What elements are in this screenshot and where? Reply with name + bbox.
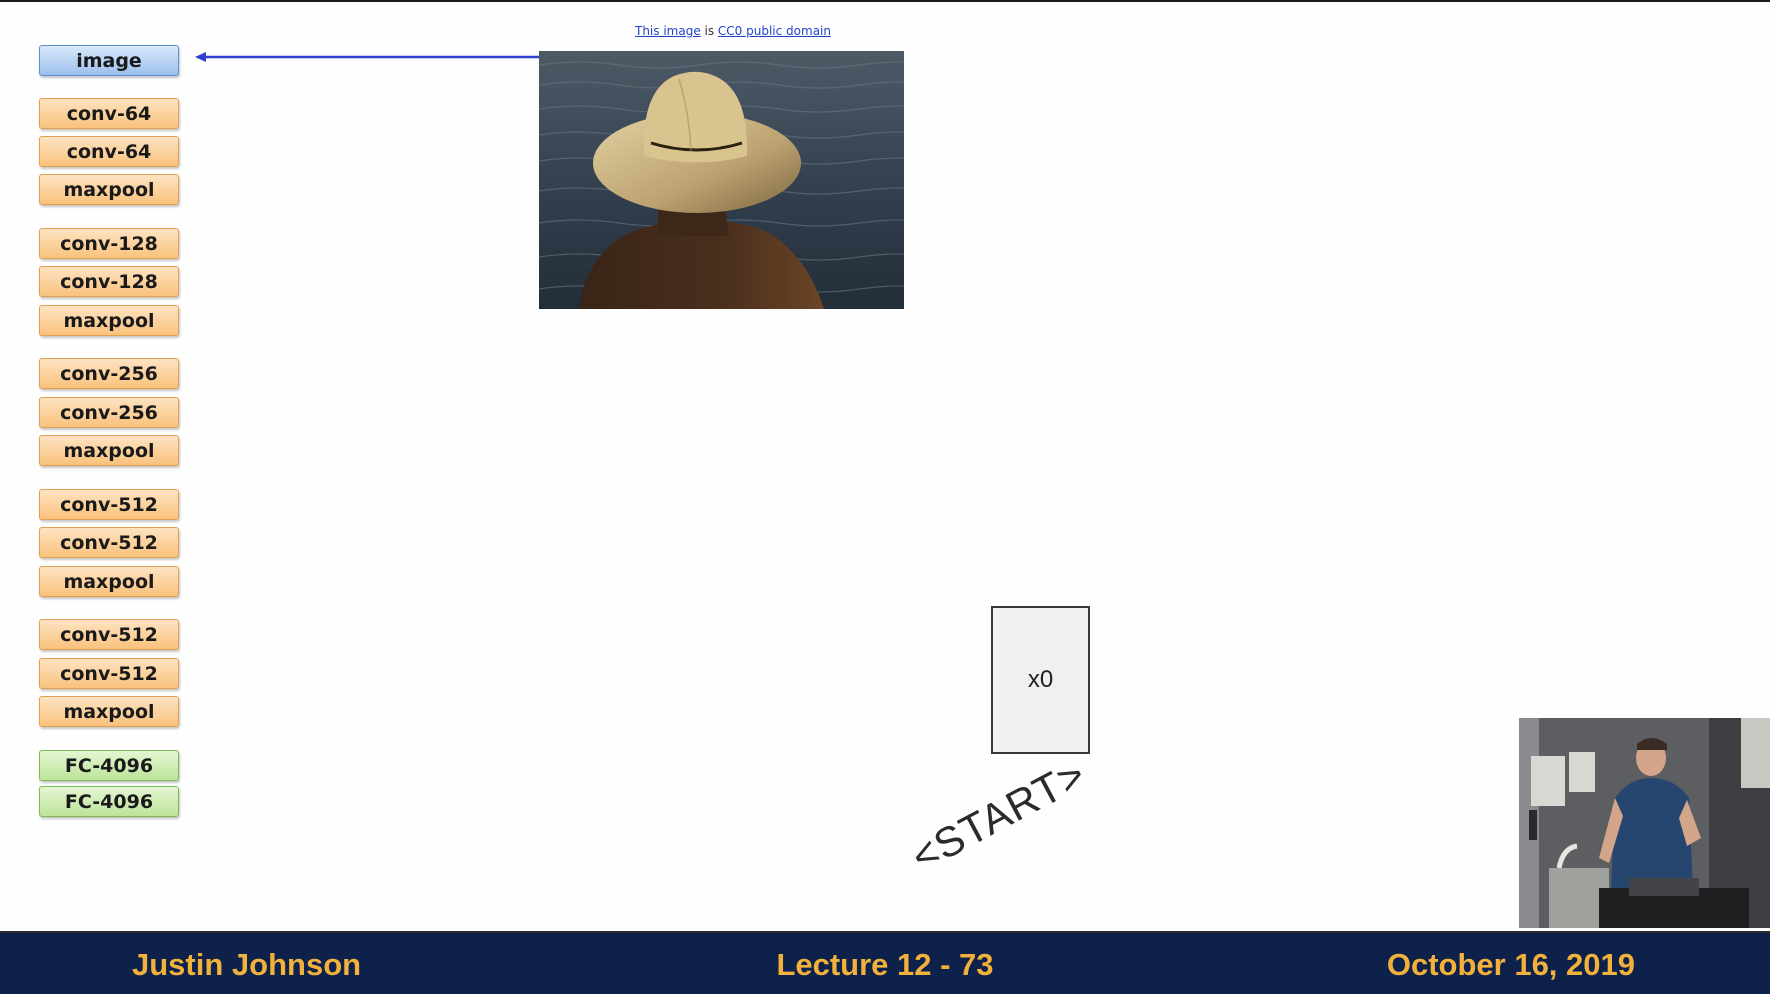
- layer-conv-512-4: conv-512: [39, 658, 179, 689]
- input-arrow: [195, 52, 540, 62]
- layer-conv-128-2: conv-128: [39, 266, 179, 297]
- layer-conv-512-2: conv-512: [39, 527, 179, 558]
- layer-maxpool-4: maxpool: [39, 566, 179, 597]
- layer-conv-64-1: conv-64: [39, 98, 179, 129]
- layer-conv-256-1: conv-256: [39, 358, 179, 389]
- image-source-link[interactable]: This image: [634, 24, 701, 38]
- footer-bar: Justin Johnson Lecture 12 - 73 October 1…: [0, 931, 1770, 994]
- image-credit: This image is CC0 public domain: [0, 24, 1466, 38]
- footer-lecture: Lecture 12 - 73: [776, 947, 994, 982]
- sample-photo: [539, 51, 904, 309]
- top-border: [0, 0, 1770, 2]
- layer-conv-512-1: conv-512: [39, 489, 179, 520]
- layer-conv-128-1: conv-128: [39, 228, 179, 259]
- layer-conv-64-2: conv-64: [39, 136, 179, 167]
- layer-fc-4096-1: FC-4096: [39, 750, 179, 781]
- layer-conv-512-3: conv-512: [39, 619, 179, 650]
- layer-fc-4096-2: FC-4096: [39, 786, 179, 817]
- layer-image: image: [39, 45, 179, 76]
- start-token: <START>: [903, 749, 1094, 881]
- footer-author: Justin Johnson: [132, 947, 362, 982]
- rnn-input-x0: x0: [991, 606, 1090, 754]
- layer-maxpool-1: maxpool: [39, 174, 179, 205]
- layer-maxpool-2: maxpool: [39, 305, 179, 336]
- lecturer-video: [1519, 718, 1770, 928]
- footer-date: October 16, 2019: [1386, 947, 1635, 982]
- layer-maxpool-3: maxpool: [39, 435, 179, 466]
- x0-label: x0: [1027, 666, 1054, 693]
- credit-connector: is: [700, 24, 718, 38]
- license-link[interactable]: CC0 public domain: [717, 24, 831, 38]
- layer-maxpool-5: maxpool: [39, 696, 179, 727]
- layer-conv-256-2: conv-256: [39, 397, 179, 428]
